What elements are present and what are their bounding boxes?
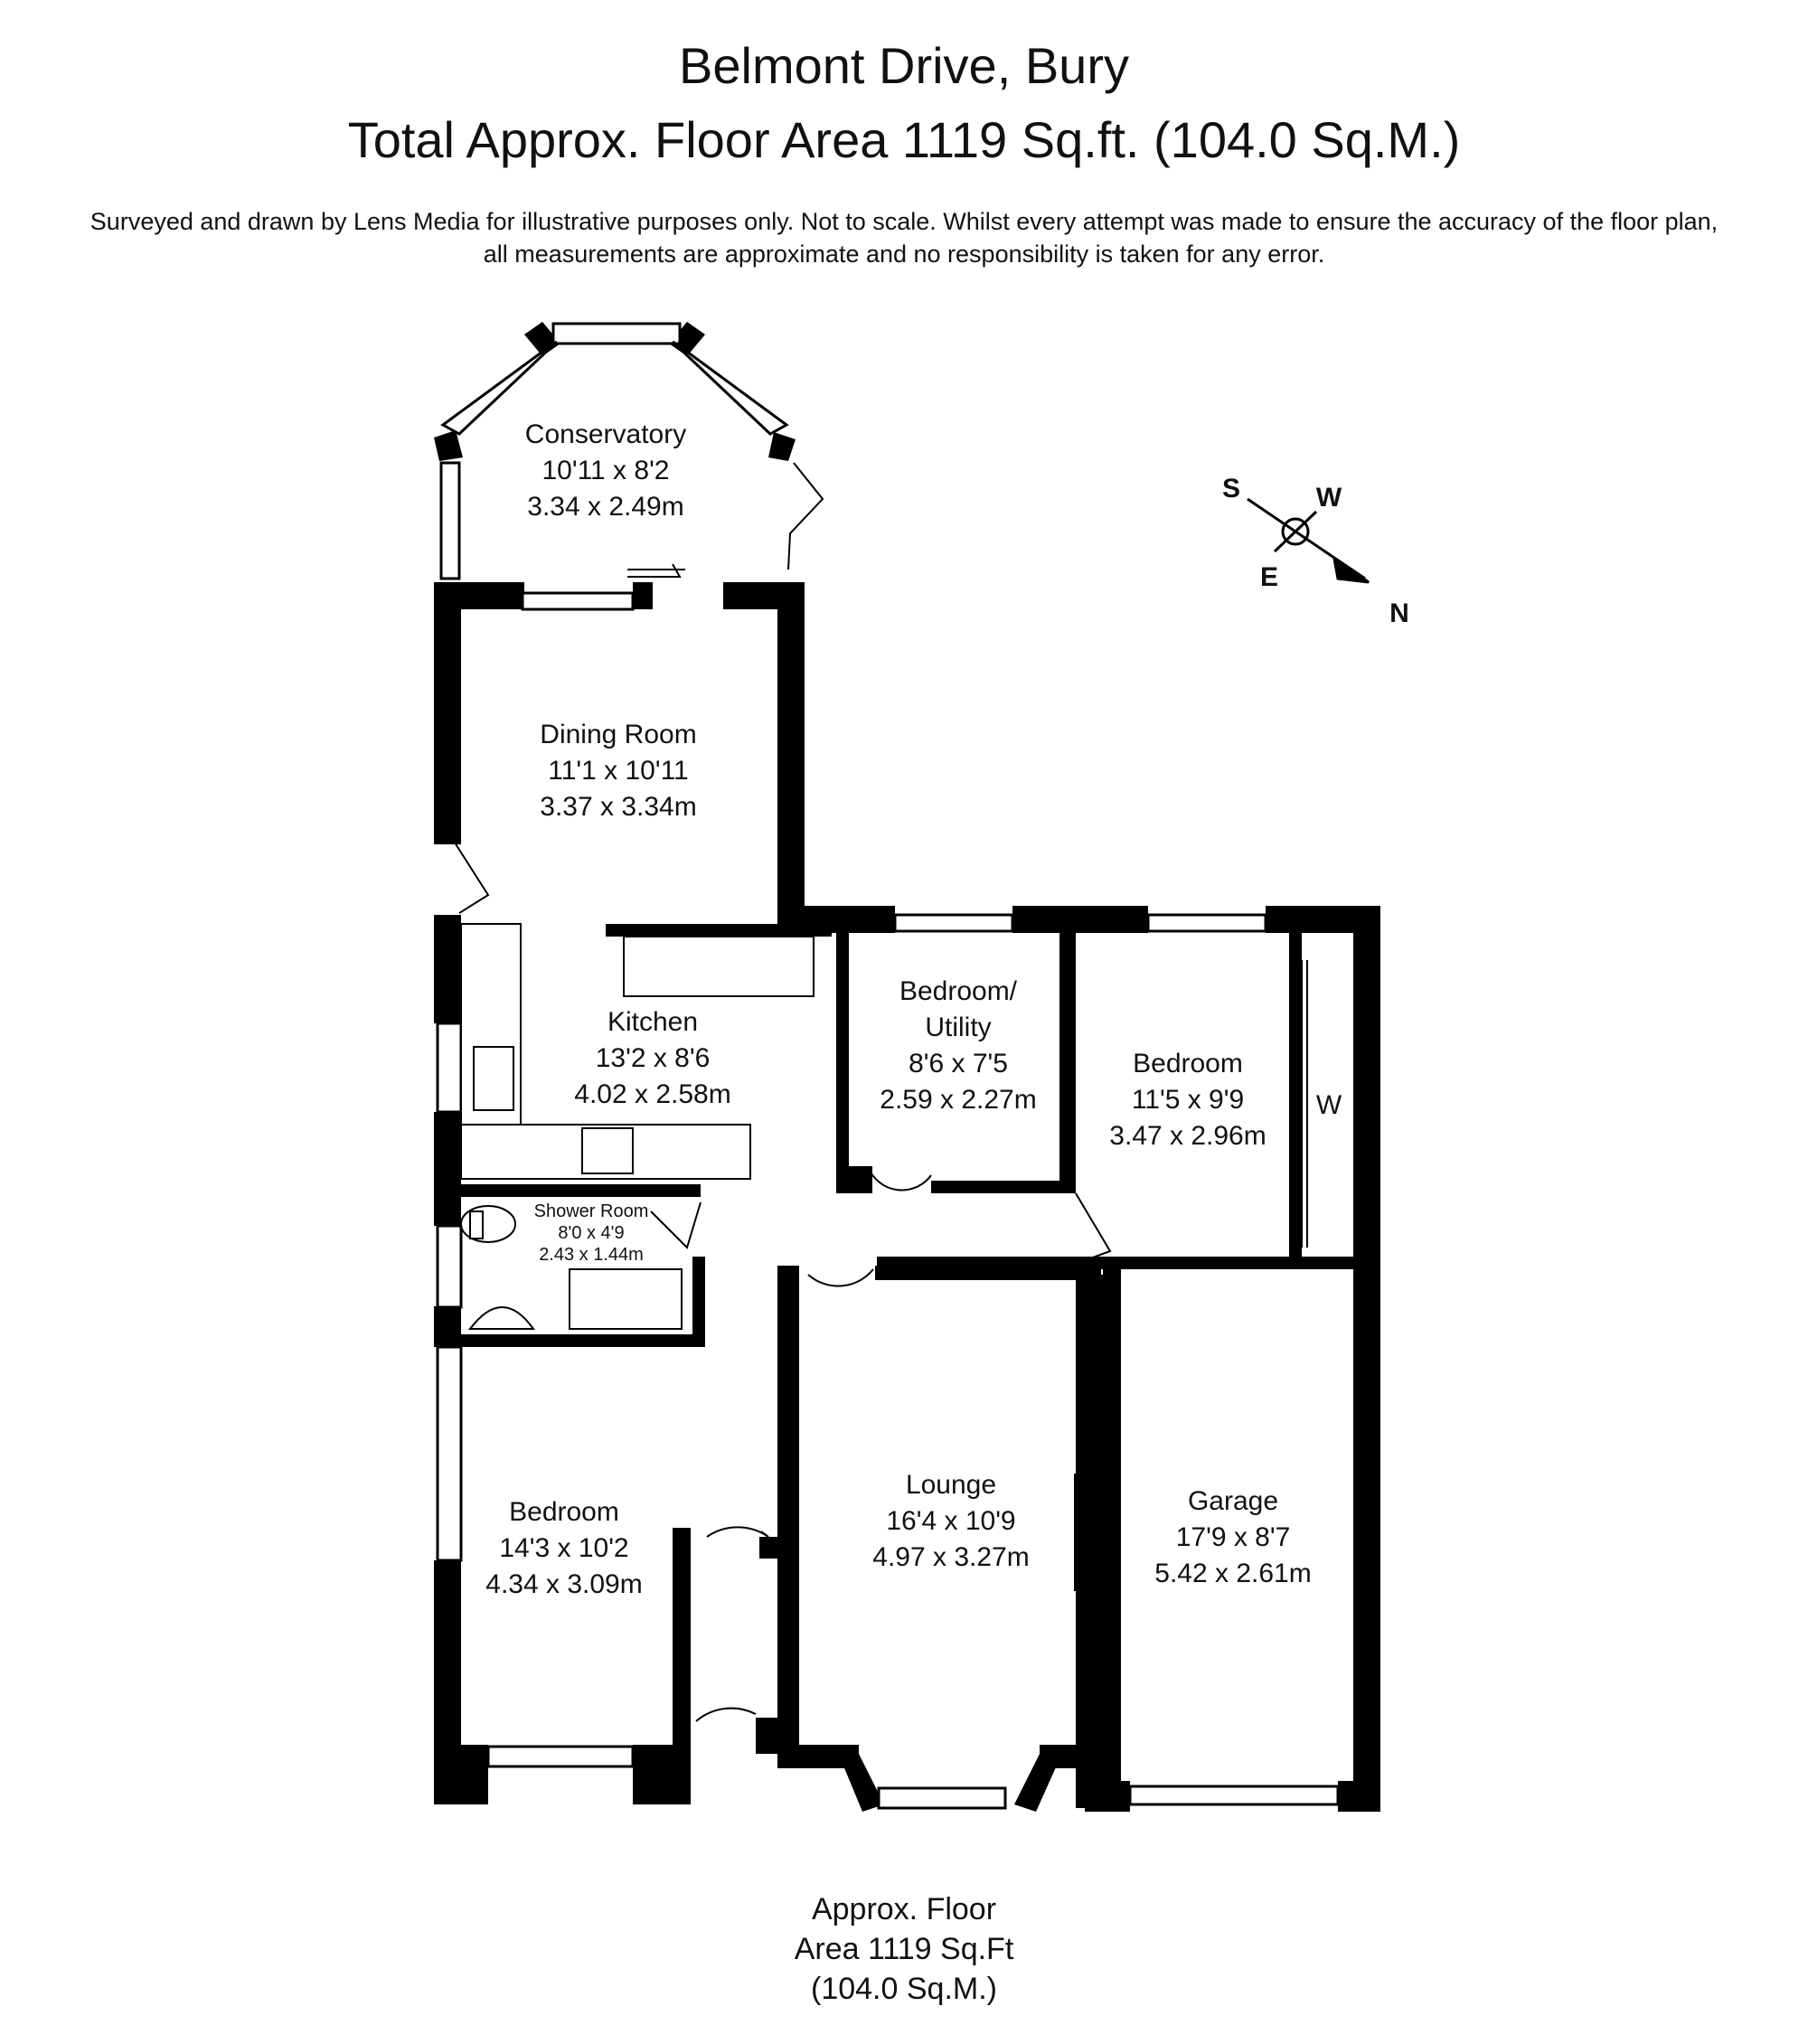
bedroom-right-metric: 3.47 x 2.96m (1109, 1121, 1266, 1151)
garage-imperial: 17'9 x 8'7 (1176, 1522, 1291, 1552)
garage-name: Garage (1188, 1486, 1278, 1516)
window (436, 1022, 463, 1114)
window (521, 591, 635, 611)
compass-n: N (1389, 598, 1409, 628)
kitchen-name: Kitchen (607, 1007, 698, 1037)
window (439, 461, 461, 580)
hob-icon (581, 1127, 634, 1174)
disclaimer-line-2: all measurements are approximate and no … (483, 240, 1325, 268)
utility-name-1: Bedroom/ (899, 976, 1018, 1006)
worktop-top (623, 936, 815, 997)
dining-name: Dining Room (540, 720, 696, 749)
wardrobe-label: W (1316, 1090, 1342, 1120)
dining-metric: 3.37 x 3.34m (540, 792, 696, 822)
utility-door (867, 1165, 932, 1192)
utility-imperial: 8'6 x 7'5 (909, 1049, 1008, 1079)
entry-door (695, 1707, 757, 1722)
conservatory-metric: 3.34 x 2.49m (527, 492, 683, 522)
shower-tray (569, 1268, 683, 1330)
toilet-cistern (469, 1210, 484, 1239)
dining-side-door (454, 842, 490, 914)
window (436, 1345, 463, 1562)
plan-total-area: Total Approx. Floor Area 1119 Sq.ft. (10… (347, 111, 1461, 168)
shower-metric: 2.43 x 1.44m (539, 1245, 644, 1265)
lounge-metric: 4.97 x 3.27m (872, 1542, 1029, 1572)
footer-area: Approx. Floor Area 1119 Sq.Ft (104.0 Sq.… (723, 1889, 1085, 2009)
dining-imperial: 11'1 x 10'11 (548, 756, 688, 786)
window (893, 913, 1014, 933)
window (1146, 913, 1267, 933)
compass (1247, 497, 1370, 584)
window (877, 1786, 1007, 1810)
windows (436, 322, 1340, 1810)
conservatory-door (787, 462, 824, 570)
window (486, 1745, 635, 1768)
bedroom-right-imperial: 11'5 x 9'9 (1132, 1085, 1244, 1115)
compass-e: E (1260, 562, 1278, 592)
garage-door (1128, 1785, 1340, 1806)
footer-line-1: Approx. Floor (811, 1892, 997, 1926)
kitchen-imperial: 13'2 x 8'6 (596, 1043, 711, 1073)
footer-line-3: (104.0 Sq.M.) (811, 1972, 997, 2006)
sink-icon (473, 1046, 514, 1111)
kitchen-metric: 4.02 x 2.58m (574, 1079, 730, 1109)
bedroom-left-name: Bedroom (509, 1497, 619, 1527)
conservatory-imperial: 10'11 x 8'2 (541, 456, 669, 485)
bedroom-left-imperial: 14'3 x 10'2 (499, 1533, 628, 1563)
north-arrow-icon (1332, 555, 1370, 584)
bedroom-door (1075, 1192, 1112, 1265)
footer-line-2: Area 1119 Sq.Ft (794, 1932, 1014, 1966)
conservatory-corner-block (768, 432, 796, 461)
basin-icon (467, 1306, 535, 1330)
shower-name: Shower Room (534, 1201, 649, 1221)
fireplace (1074, 1474, 1092, 1591)
conservatory-corner-block (434, 430, 463, 461)
bedroom-right-name: Bedroom (1133, 1049, 1243, 1079)
window (671, 340, 789, 436)
bedroom-left-metric: 4.34 x 3.09m (485, 1569, 642, 1599)
walls (434, 322, 1380, 1812)
compass-w: W (1316, 483, 1342, 513)
lounge-name: Lounge (906, 1470, 996, 1500)
compass-s: S (1222, 474, 1240, 504)
conservatory-sliding-door (627, 563, 685, 578)
window (551, 322, 682, 345)
utility-name-2: Utility (925, 1013, 991, 1042)
fixtures (460, 923, 1308, 1330)
garage-metric: 5.42 x 2.61m (1154, 1559, 1311, 1588)
utility-metric: 2.59 x 2.27m (880, 1085, 1036, 1115)
bedroom-left-door (706, 1526, 769, 1538)
plan-title: Belmont Drive, Bury (679, 37, 1129, 94)
doors (454, 462, 1112, 1722)
window (440, 340, 559, 436)
disclaimer-line-1: Surveyed and drawn by Lens Media for ill… (89, 208, 1719, 235)
conservatory-name: Conservatory (525, 419, 686, 449)
lounge-door (807, 1268, 874, 1287)
shower-imperial: 8'0 x 4'9 (558, 1223, 624, 1243)
lounge-imperial: 16'4 x 10'9 (886, 1506, 1015, 1536)
compass-rose-icon (1281, 517, 1310, 546)
window (436, 1224, 463, 1309)
shower-room-door (650, 1201, 702, 1249)
